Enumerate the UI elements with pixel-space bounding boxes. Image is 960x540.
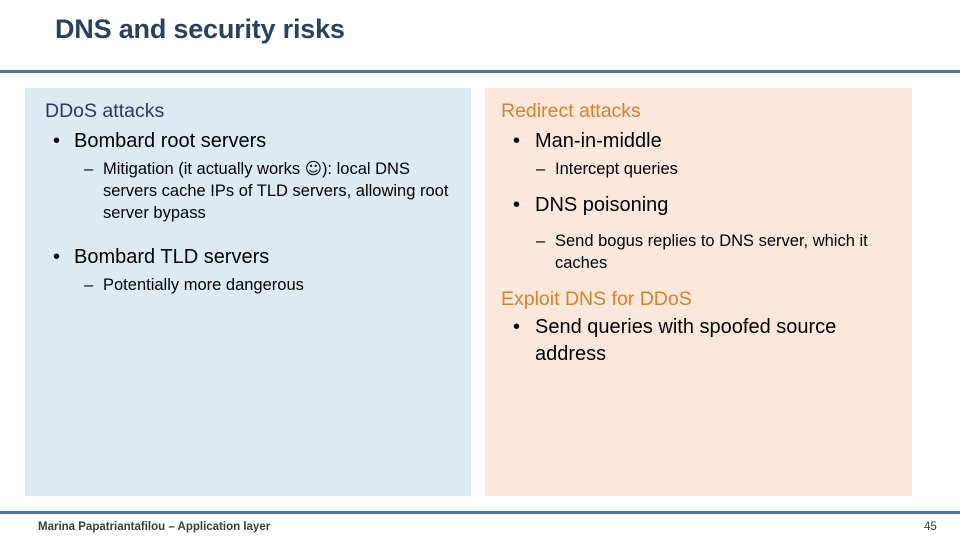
spacer	[495, 182, 902, 188]
left-subbullet-potentially-more-dangerous: – Potentially more dangerous	[39, 274, 457, 296]
right-bullet-3-label: Send queries with spoofed source address	[535, 316, 837, 365]
left-bullet-bombard-root-servers: • Bombard root servers	[39, 128, 457, 155]
left-bullet-2-label: Bombard TLD servers	[74, 246, 270, 268]
left-subbullet-mitigation: – Mitigation (it actually works ☺): loca…	[39, 158, 457, 224]
left-bullet-1-label: Bombard root servers	[74, 130, 267, 152]
left-sub-1-text-before: Mitigation (it actually works	[103, 160, 305, 178]
spacer	[39, 226, 457, 240]
footer-divider	[0, 511, 960, 514]
dash-marker-icon: –	[536, 232, 546, 250]
smiley-face-icon: ☺	[304, 159, 322, 178]
page-number: 45	[924, 521, 937, 533]
right-bullet-spoofed-source: • Send queries with spoofed source addre…	[495, 314, 902, 368]
spacer	[495, 221, 902, 227]
right-bullet-1-label: Man-in-middle	[535, 130, 662, 152]
right-subbullet-intercept-queries: – Intercept queries	[495, 158, 902, 180]
right-bullet-dns-poisoning: • DNS poisoning	[495, 192, 902, 219]
left-bullet-bombard-tld-servers: • Bombard TLD servers	[39, 244, 457, 271]
right-bullet-2-label: DNS poisoning	[535, 194, 669, 216]
left-panel-heading: DDoS attacks	[45, 100, 165, 122]
bullet-marker-icon: •	[513, 316, 521, 338]
dash-marker-icon: –	[84, 276, 94, 294]
redirect-attacks-panel: Redirect attacks • Man-in-middle – Inter…	[485, 88, 912, 496]
right-sub-2-text: Send bogus replies to DNS server, which …	[555, 232, 868, 272]
header-divider	[0, 70, 960, 73]
right-bullet-man-in-middle: • Man-in-middle	[495, 128, 902, 155]
right-panel-heading-exploit: Exploit DNS for DDoS	[501, 288, 692, 310]
right-panel-heading-redirect: Redirect attacks	[501, 100, 641, 122]
bullet-marker-icon: •	[53, 130, 61, 152]
dash-marker-icon: –	[536, 160, 546, 178]
right-subbullet-send-bogus-replies: – Send bogus replies to DNS server, whic…	[495, 230, 902, 274]
left-sub-1-text-after: ): local DNS servers cache IPs of TLD se…	[103, 160, 449, 222]
bullet-marker-icon: •	[513, 130, 521, 152]
bullet-marker-icon: •	[513, 194, 521, 216]
footer-author-topic: Marina Papatriantafilou – Application la…	[38, 521, 271, 533]
dash-marker-icon: –	[84, 160, 94, 178]
right-sub-1-text: Intercept queries	[555, 160, 678, 178]
page-title: DNS and security risks	[55, 14, 345, 44]
ddos-attacks-panel: DDoS attacks • Bombard root servers – Mi…	[25, 88, 471, 496]
left-sub-2-text: Potentially more dangerous	[103, 276, 304, 294]
bullet-marker-icon: •	[53, 246, 61, 268]
spacer	[495, 276, 902, 286]
